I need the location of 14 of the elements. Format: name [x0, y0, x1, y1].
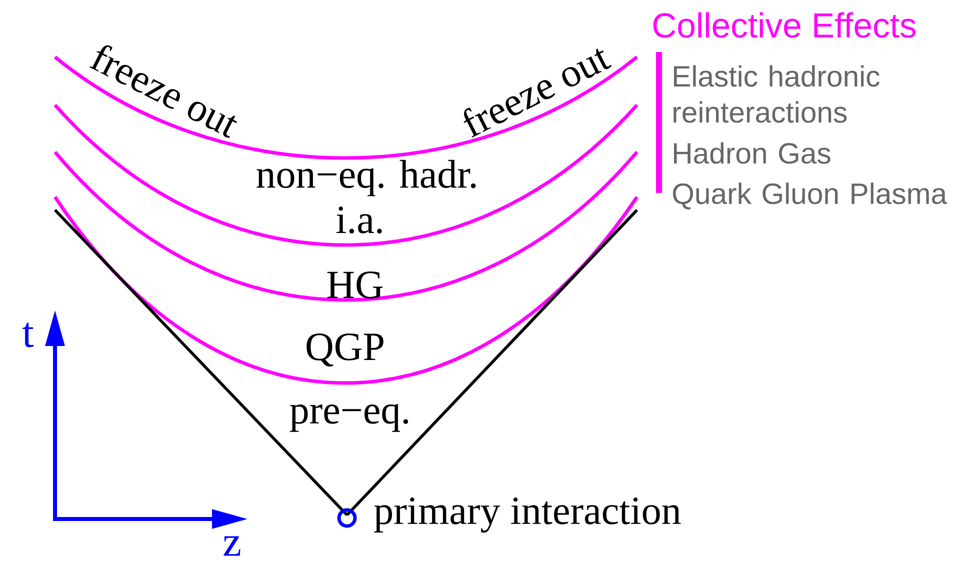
text-label: non−eq. hadr.	[256, 160, 476, 196]
text-label: primary interaction	[374, 497, 681, 533]
text-label: QGP	[306, 334, 384, 366]
text-label: pre−eq.	[290, 404, 408, 432]
text-label: HG	[327, 272, 383, 298]
text-label: freeze out	[89, 45, 238, 138]
text-label: t	[22, 322, 34, 348]
text-label: i.a.	[336, 206, 382, 234]
text-label: freeze out	[464, 48, 612, 138]
text-label: Elastic hadronic reinteractions	[674, 65, 880, 123]
text-label: Hadron Gas	[674, 142, 830, 164]
text-label: Quark Gluon Plasma	[673, 182, 948, 210]
text-label: Collective Effects	[653, 12, 916, 38]
text-label: z	[224, 536, 240, 556]
